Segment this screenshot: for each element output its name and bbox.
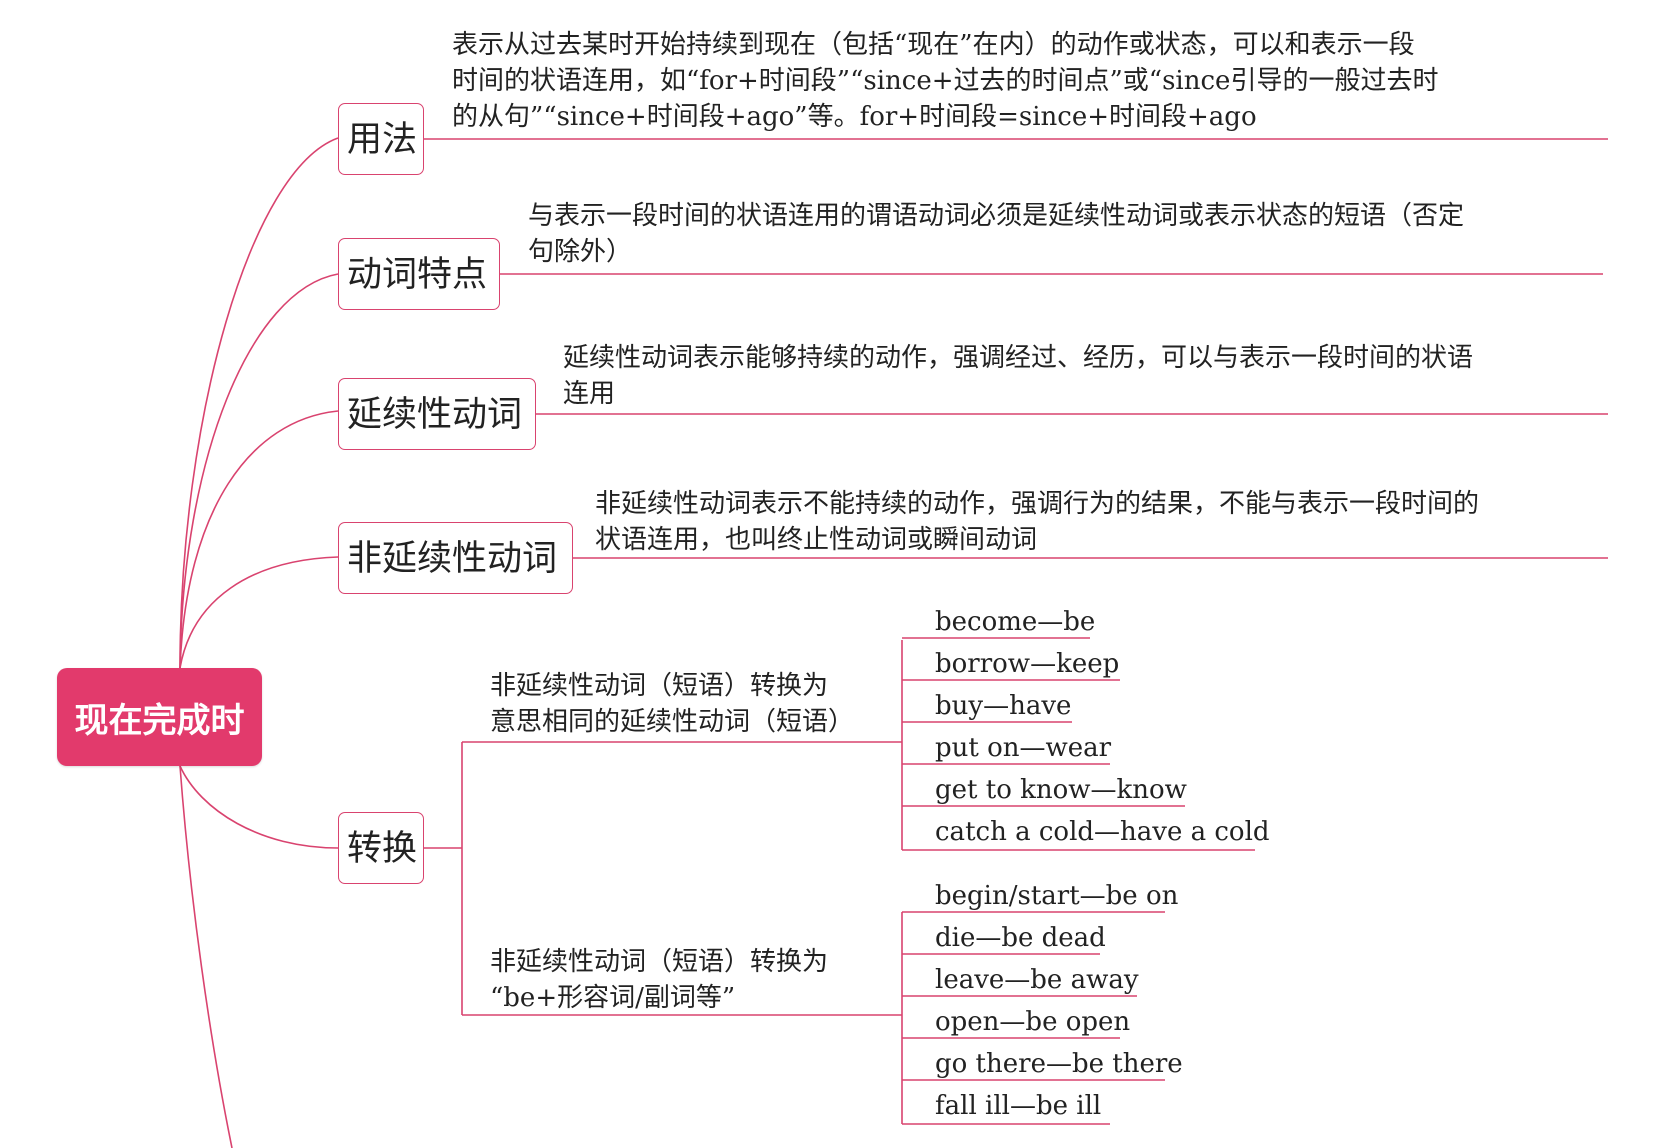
pair-item: borrow—keep — [935, 649, 1120, 679]
group-1-line-2: 意思相同的延续性动词（短语） — [490, 707, 855, 737]
conversion-group-1-label: 非延续性动词（短语）转换为 意思相同的延续性动词（短语） — [490, 668, 854, 740]
branch-durative-label: 延续性动词 — [347, 395, 523, 435]
connector-root-non-durative — [179, 556, 339, 669]
pair-item: get to know—know — [935, 775, 1187, 805]
non-durative-line-1: 非延续性动词表示不能持续的动作，强调行为的结果，不能与表示一段时间的 — [595, 489, 1480, 519]
branch-non-durative-label: 非延续性动词 — [347, 539, 558, 579]
group-1-line-1: 非延续性动词（短语）转换为 — [490, 671, 829, 701]
pair-item: buy—have — [935, 691, 1072, 721]
non-durative-description: 非延续性动词表示不能持续的动作，强调行为的结果，不能与表示一段时间的 状语连用，… — [595, 486, 1479, 558]
branch-usage: 用法 — [338, 103, 424, 175]
usage-line-1: 表示从过去某时开始持续到现在（包括“现在”在内）的动作或状态，可以和表示一段 — [452, 30, 1415, 60]
pair-item: go there—be there — [935, 1049, 1183, 1079]
verb-traits-line-2: 句除外） — [528, 237, 633, 267]
verb-traits-line-1: 与表示一段时间的状语连用的谓语动词必须是延续性动词或表示状态的短语（否定 — [528, 201, 1465, 231]
branch-verb-traits: 动词特点 — [338, 238, 500, 310]
usage-description: 表示从过去某时开始持续到现在（包括“现在”在内）的动作或状态，可以和表示一段 时… — [452, 27, 1438, 135]
durative-description: 延续性动词表示能够持续的动作，强调经过、经历，可以与表示一段时间的状语 连用 — [563, 340, 1473, 412]
connector-root-durative — [179, 410, 339, 669]
pair-item: catch a cold—have a cold — [935, 817, 1270, 847]
group-2-line-1: 非延续性动词（短语）转换为 — [490, 947, 829, 977]
pair-item: begin/start—be on — [935, 881, 1179, 911]
root-label: 现在完成时 — [74, 700, 245, 741]
pair-item: open—be open — [935, 1007, 1131, 1037]
branch-verb-traits-label: 动词特点 — [347, 255, 488, 295]
durative-line-2: 连用 — [563, 379, 616, 409]
connector-root-verb-traits — [179, 273, 339, 669]
pair-item: put on—wear — [935, 733, 1112, 763]
branch-conversion: 转换 — [338, 812, 424, 884]
verb-traits-description: 与表示一段时间的状语连用的谓语动词必须是延续性动词或表示状态的短语（否定 句除外… — [528, 198, 1464, 270]
pair-item: fall ill—be ill — [935, 1091, 1102, 1121]
pair-item: die—be dead — [935, 923, 1106, 953]
connector-root-conversion — [179, 765, 339, 849]
branch-durative: 延续性动词 — [338, 378, 536, 450]
connector-root-down — [179, 765, 233, 1148]
branch-usage-label: 用法 — [347, 120, 418, 160]
usage-line-3: 的从句”“since+时间段+ago”等。for+时间段=since+时间段+a… — [452, 102, 1257, 132]
branch-non-durative: 非延续性动词 — [338, 522, 573, 594]
pair-item: leave—be away — [935, 965, 1139, 995]
group-2-line-2: “be+形容词/副词等” — [490, 983, 736, 1013]
durative-line-1: 延续性动词表示能够持续的动作，强调经过、经历，可以与表示一段时间的状语 — [563, 343, 1474, 373]
root-node: 现在完成时 — [57, 668, 262, 766]
connector-root-usage — [179, 137, 339, 669]
non-durative-line-2: 状语连用，也叫终止性动词或瞬间动词 — [595, 525, 1038, 555]
branch-conversion-label: 转换 — [347, 829, 418, 869]
pair-item: become—be — [935, 607, 1096, 637]
conversion-group-2-label: 非延续性动词（短语）转换为 “be+形容词/副词等” — [490, 944, 828, 1016]
usage-line-2: 时间的状语连用，如“for+时间段”“since+过去的时间点”或“since引… — [452, 66, 1439, 96]
